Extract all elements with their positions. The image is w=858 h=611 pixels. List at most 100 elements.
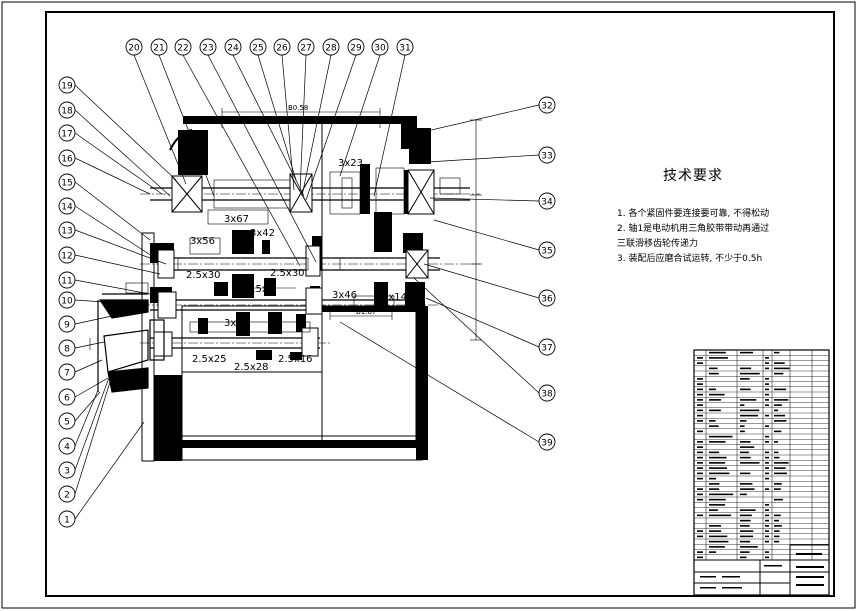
- balloon-8: 8: [58, 339, 76, 357]
- gear-label-3x56: 3x56: [190, 236, 215, 247]
- balloon-label: 9: [64, 321, 70, 331]
- balloon-label: 24: [227, 44, 239, 54]
- balloon-20: 20: [125, 38, 143, 56]
- parts-list-table: [693, 349, 830, 596]
- balloon-16: 16: [58, 149, 76, 167]
- parts-list-entries: [697, 351, 790, 559]
- balloon-label: 15: [61, 179, 72, 189]
- balloon-1: 1: [58, 510, 76, 528]
- balloon-5: 5: [58, 412, 76, 430]
- balloon-37: 37: [538, 338, 556, 356]
- gear-label-2-5x30-right: 2.5x30: [270, 268, 305, 279]
- balloon-30: 30: [371, 38, 389, 56]
- internal-details: [177, 167, 461, 333]
- leader-lines: [74, 54, 540, 520]
- gear-label-3x46: 3x46: [332, 290, 357, 301]
- parts-list-rows: [694, 355, 829, 555]
- balloon-label: 30: [374, 44, 386, 54]
- requirement-line-4: 3. 装配后应磨合试运转, 不少于0.5h: [617, 254, 763, 264]
- balloon-10: 10: [58, 291, 76, 309]
- pulley-hub: [97, 282, 165, 393]
- balloon-label: 2: [64, 491, 70, 501]
- balloon-label: 25: [252, 44, 263, 54]
- balloon-3: 3: [58, 461, 76, 479]
- balloon-22: 22: [174, 38, 192, 56]
- requirement-line-3: 三联滑移齿轮传递力: [617, 239, 699, 249]
- balloon-label: 27: [300, 44, 311, 54]
- balloon-label: 31: [399, 44, 410, 54]
- gear-label-3x23: 3x23: [338, 158, 363, 169]
- balloon-31: 31: [396, 38, 414, 56]
- balloon-label: 11: [61, 277, 72, 287]
- balloon-label: 8: [64, 345, 70, 355]
- balloon-2: 2: [58, 485, 76, 503]
- gear-label-3x14: 3x14: [382, 292, 407, 303]
- technical-requirements: 技术要求 1. 各个紧固件要连接要可靠, 不得松动 2. 轴1是电动机用三角胶带…: [617, 165, 807, 267]
- dimension-labels: B0.58 B1.87: [288, 104, 376, 316]
- balloon-4: 4: [58, 437, 76, 455]
- balloon-36: 36: [538, 289, 556, 307]
- balloon-39: 39: [538, 433, 556, 451]
- balloon-label: 3: [64, 467, 70, 477]
- balloon-label: 18: [61, 107, 73, 117]
- technical-requirements-title: 技术要求: [663, 168, 723, 184]
- balloon-label: 1: [64, 516, 70, 526]
- balloon-13: 13: [58, 221, 76, 239]
- balloon-26: 26: [273, 38, 291, 56]
- balloon-12: 12: [58, 246, 76, 264]
- gear-labels: 3x23 3x67 3x56 3x42 2.5x30 2.5x30 2.5x4 …: [186, 158, 407, 373]
- balloon-38: 38: [538, 384, 556, 402]
- balloon-7: 7: [58, 363, 76, 381]
- balloon-23: 23: [199, 38, 217, 56]
- balloon-label: 39: [541, 439, 553, 449]
- balloon-label: 5: [64, 418, 70, 428]
- balloon-label: 14: [61, 203, 73, 213]
- gear-label-3x67: 3x67: [224, 214, 249, 225]
- balloon-25: 25: [249, 38, 267, 56]
- balloon-label: 23: [202, 44, 213, 54]
- sheet-inner-border: [45, 11, 835, 597]
- dim-lower-width: B1.87: [356, 308, 376, 316]
- requirement-line-2: 2. 轴1是电动机用三角胶带带动再通过: [617, 224, 770, 234]
- balloon-label: 22: [177, 44, 188, 54]
- gearbox-housing: [141, 116, 431, 462]
- gear-label-2-5x30-left: 2.5x30: [186, 270, 221, 281]
- balloon-17: 17: [58, 124, 76, 142]
- balloon-label: 35: [541, 247, 552, 257]
- balloon-label: 37: [541, 344, 552, 354]
- balloon-9: 9: [58, 315, 76, 333]
- balloon-label: 4: [64, 443, 70, 453]
- gear-label-2-5x16: 2.5x16: [278, 354, 313, 365]
- balloon-label: 21: [153, 44, 164, 54]
- balloon-label: 36: [541, 295, 553, 305]
- gear-label-2-5x4: 2.5x4: [246, 284, 274, 295]
- dim-top-width: B0.58: [288, 104, 308, 112]
- balloon-15: 15: [58, 173, 76, 191]
- requirement-line-1: 1. 各个紧固件要连接要可靠, 不得松动: [617, 209, 770, 219]
- balloon-35: 35: [538, 241, 556, 259]
- balloon-label: 26: [276, 44, 288, 54]
- balloon-label: 32: [541, 102, 552, 112]
- balloon-label: 13: [61, 227, 72, 237]
- balloon-34: 34: [538, 192, 556, 210]
- balloon-label: 29: [350, 44, 362, 54]
- balloon-label: 7: [64, 369, 70, 379]
- balloon-14: 14: [58, 197, 76, 215]
- gear-label-2-5x25: 2.5x25: [192, 354, 227, 365]
- gear-label-2-5x28: 2.5x28: [234, 362, 269, 373]
- balloon-19: 19: [58, 76, 76, 94]
- title-block-fill: [700, 553, 824, 589]
- gear-label-3x17: 3x17: [224, 318, 249, 329]
- balloon-label: 28: [325, 44, 337, 54]
- dimension-lines: [89, 108, 482, 350]
- balloon-28: 28: [322, 38, 340, 56]
- balloon-21: 21: [150, 38, 168, 56]
- balloon-label: 17: [61, 130, 72, 140]
- balloon-label: 19: [61, 82, 73, 92]
- balloon-11: 11: [58, 271, 76, 289]
- balloon-label: 34: [541, 198, 553, 208]
- balloon-label: 20: [128, 44, 140, 54]
- balloon-label: 10: [61, 297, 73, 307]
